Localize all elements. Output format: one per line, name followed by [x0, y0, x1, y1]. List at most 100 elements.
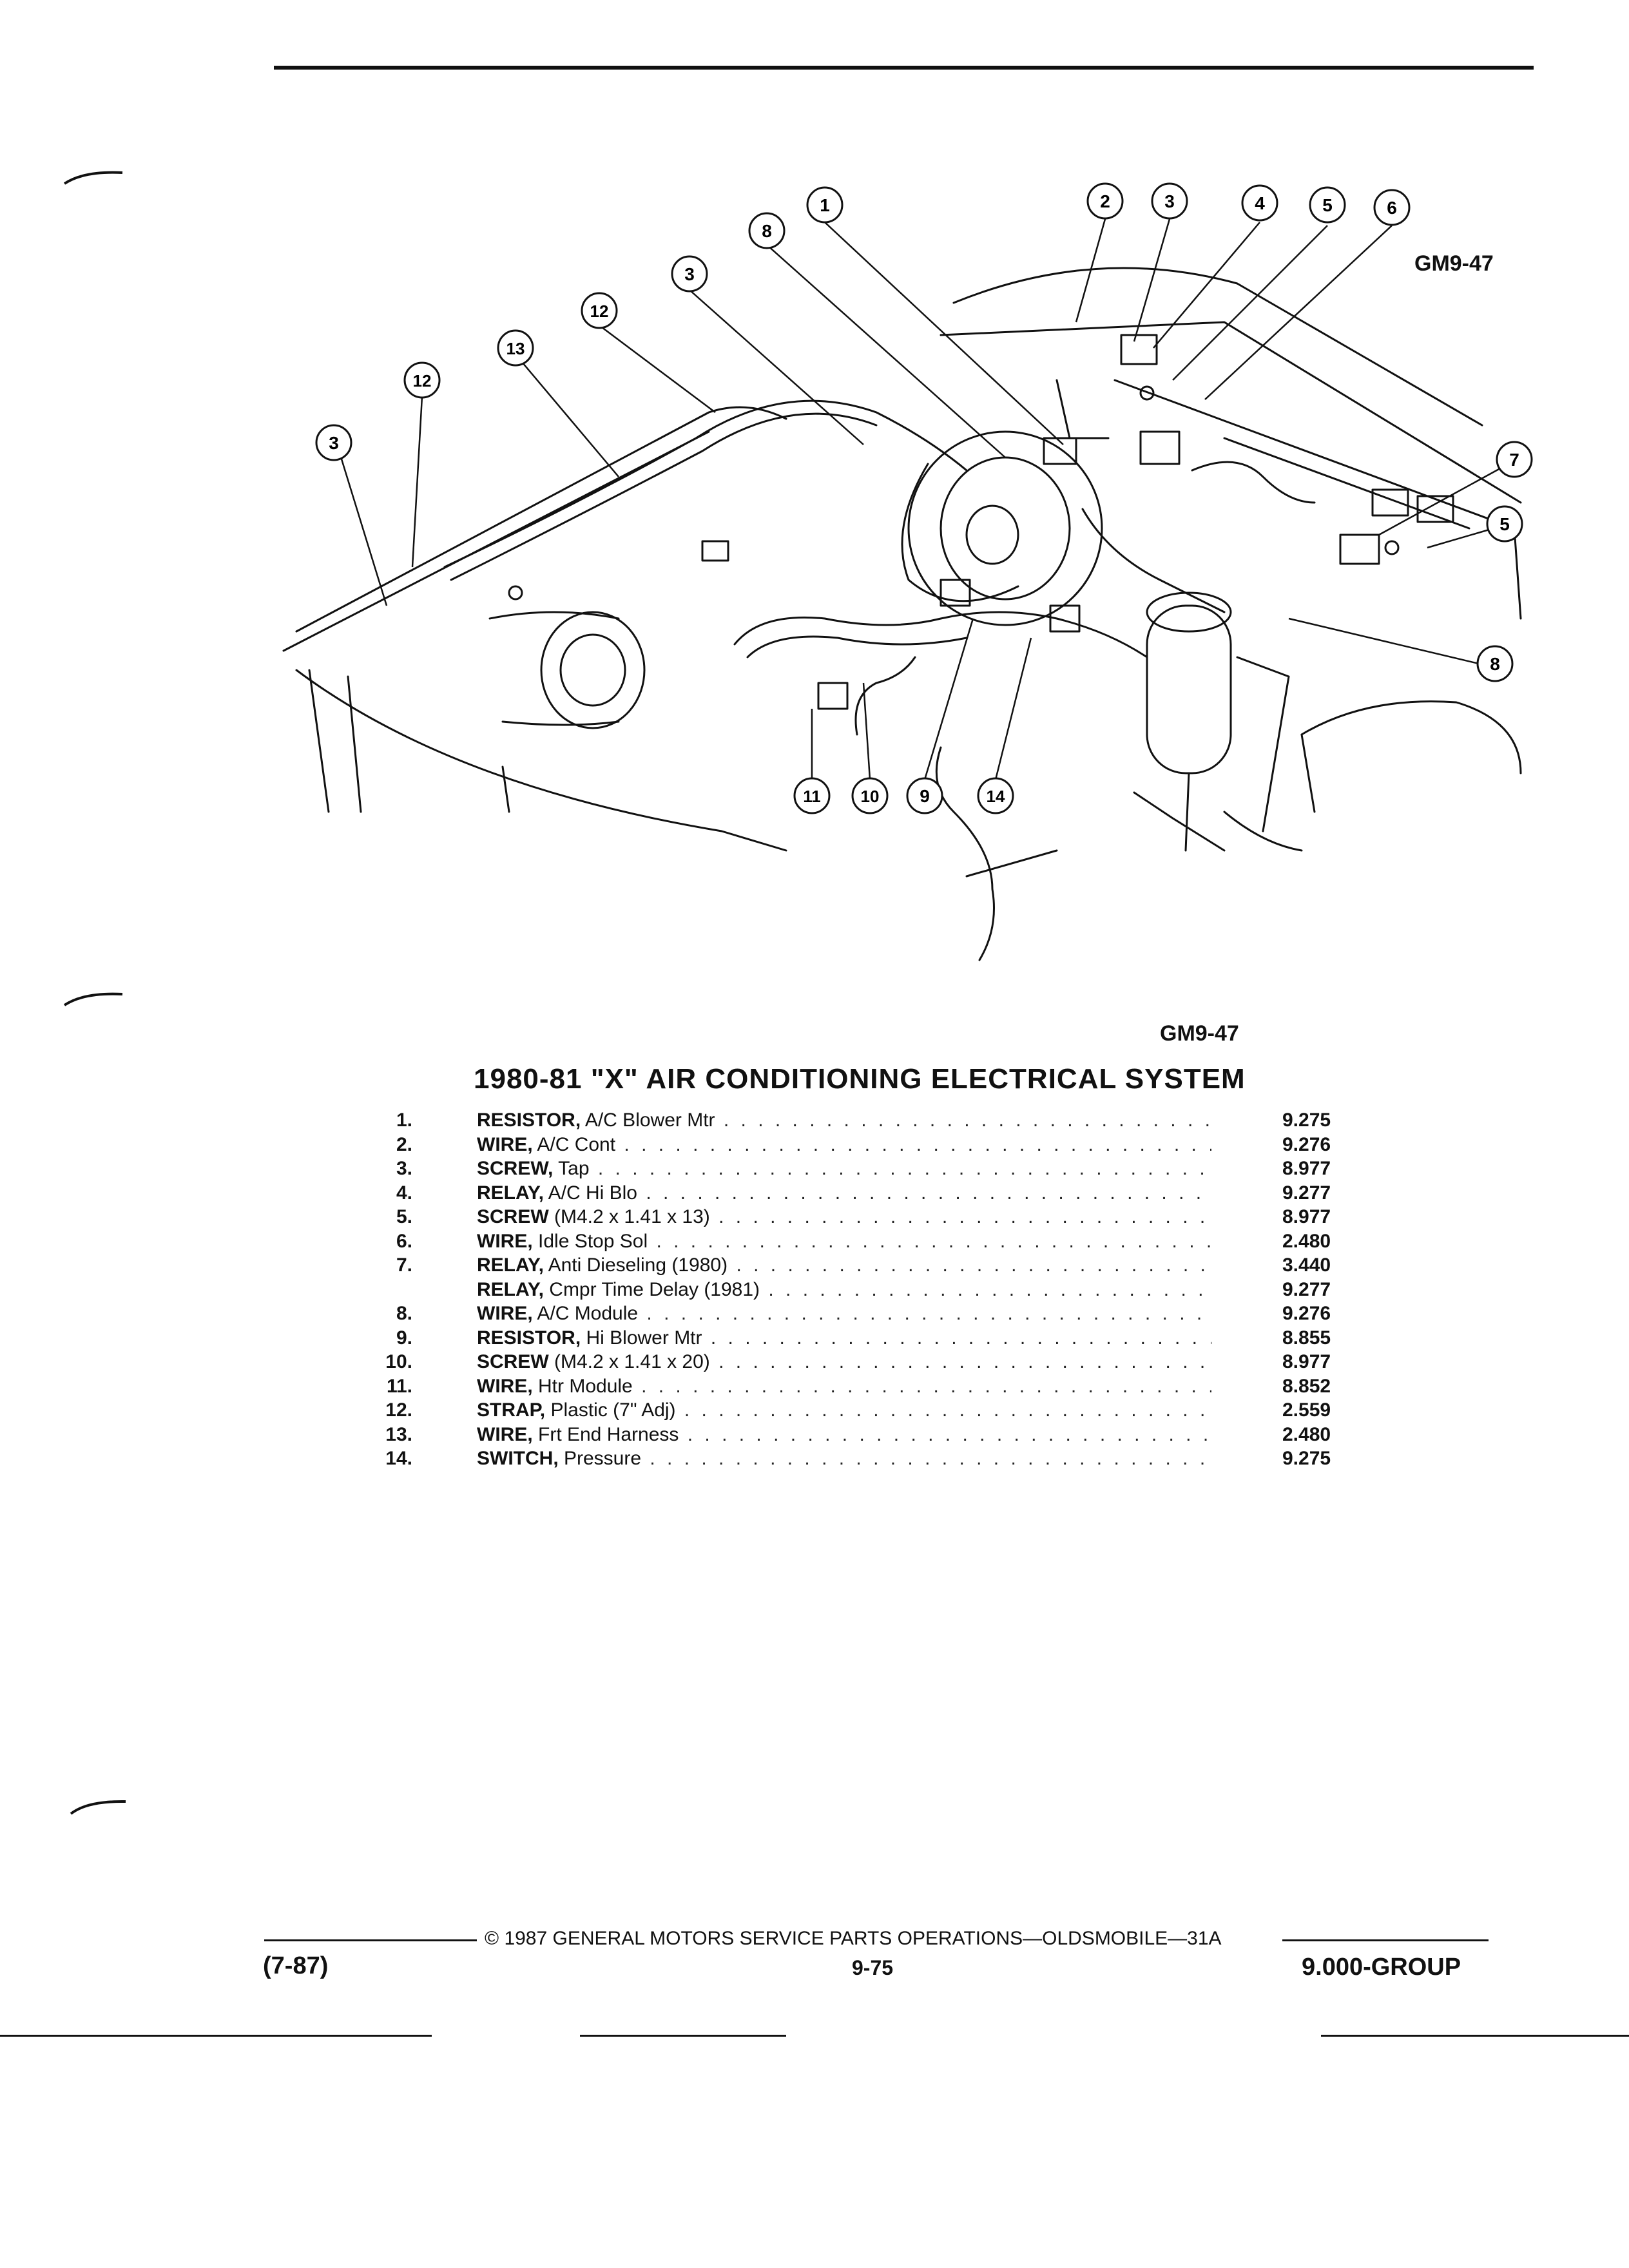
callouts: 1 2 3 4 5 6 7 5 8 3 12 13 12 3 8 11 10 9…	[315, 182, 1533, 814]
svg-text:3: 3	[1164, 191, 1175, 211]
figure-id-top: GM9-47	[1414, 251, 1494, 276]
part-description: RELAY, A/C Hi Blo . . . . . . . . . . . …	[477, 1181, 1211, 1206]
part-description: SCREW (M4.2 x 1.41 x 13) . . . . . . . .…	[477, 1205, 1211, 1229]
part-group-code: 9.276	[1282, 1303, 1331, 1324]
part-group-code: 8.852	[1282, 1375, 1331, 1397]
bottom-rule-right	[1321, 2035, 1629, 2037]
svg-text:5: 5	[1322, 195, 1333, 215]
part-number: 7.	[396, 1254, 412, 1276]
part-number: 13.	[385, 1423, 412, 1445]
part-number: 3.	[396, 1158, 412, 1179]
part-name: RESISTOR,	[477, 1327, 581, 1349]
part-group-code: 9.277	[1282, 1182, 1331, 1204]
part-detail: (M4.2 x 1.41 x 20)	[548, 1351, 710, 1372]
part-detail: Plastic (7" Adj)	[545, 1399, 676, 1421]
part-detail: Cmpr Time Delay (1981)	[543, 1278, 760, 1300]
callout-6: 6	[1373, 189, 1411, 226]
callout-3-left: 3	[315, 424, 352, 461]
part-detail: Frt End Harness	[532, 1423, 679, 1445]
part-detail: Idle Stop Sol	[532, 1230, 648, 1252]
part-group-code: 8.977	[1282, 1206, 1331, 1227]
part-group-code: 8.977	[1282, 1351, 1331, 1372]
part-number: 5.	[396, 1206, 412, 1227]
part-number: 14.	[385, 1448, 412, 1469]
parts-row: 10.SCREW (M4.2 x 1.41 x 20) . . . . . . …	[361, 1350, 1392, 1374]
parts-row: 6. WIRE, Idle Stop Sol . . . . . . . . . …	[361, 1229, 1392, 1254]
part-detail: Tap	[553, 1158, 590, 1179]
parts-row: 14. SWITCH, Pressure . . . . . . . . . . …	[361, 1446, 1392, 1471]
part-group-code: 2.480	[1282, 1230, 1331, 1252]
svg-text:13: 13	[506, 339, 525, 358]
svg-text:1: 1	[820, 195, 830, 215]
part-detail: Pressure	[558, 1448, 642, 1469]
part-name: WIRE,	[477, 1423, 533, 1445]
leader-dots: . . . . . . . . . . . . . . . . . . . . …	[736, 1254, 1211, 1276]
callout-2: 2	[1086, 182, 1124, 220]
part-group-code: 2.480	[1282, 1423, 1331, 1445]
part-name: RELAY,	[477, 1254, 544, 1276]
callout-7: 7	[1496, 441, 1533, 478]
svg-text:5: 5	[1499, 514, 1510, 534]
part-description: WIRE, Htr Module . . . . . . . . . . . .…	[477, 1374, 1211, 1399]
callout-13: 13	[497, 329, 534, 367]
part-description: SCREW, Tap . . . . . . . . . . . . . . .…	[477, 1157, 1211, 1181]
leader-dots: . . . . . . . . . . . . . . . . . . . . …	[656, 1230, 1211, 1252]
part-group-code: 9.277	[1282, 1278, 1331, 1300]
part-detail: Htr Module	[532, 1375, 633, 1397]
binder-mark	[70, 1800, 126, 1815]
footer-rule-right	[1282, 1939, 1489, 1941]
leader-dots: . . . . . . . . . . . . . . . . . . . . …	[718, 1206, 1211, 1227]
leader-dots: . . . . . . . . . . . . . . . . . . . . …	[768, 1278, 1211, 1300]
part-description: RELAY, Anti Dieseling (1980) . . . . . .…	[477, 1253, 1211, 1278]
part-name: SCREW	[477, 1206, 549, 1227]
part-name: SCREW,	[477, 1158, 554, 1179]
svg-text:4: 4	[1255, 193, 1265, 213]
part-number: 9.	[396, 1327, 412, 1349]
callout-5: 5	[1309, 186, 1346, 224]
part-name: WIRE,	[477, 1230, 533, 1252]
diagram-drawing: 1 2 3 4 5 6 7 5 8 3 12 13 12 3 8 11 10 9…	[282, 182, 1533, 961]
footer-group: 9.000-GROUP	[1302, 1954, 1461, 1981]
part-name: RELAY,	[477, 1182, 544, 1204]
part-description: SCREW (M4.2 x 1.41 x 20) . . . . . . . .…	[477, 1350, 1211, 1374]
part-number: 6.	[396, 1230, 412, 1252]
callout-3: 3	[1151, 182, 1188, 220]
callout-10: 10	[851, 777, 889, 814]
part-number: 4.	[396, 1182, 412, 1204]
part-description: RELAY, Cmpr Time Delay (1981) . . . . . …	[477, 1278, 1211, 1302]
part-number: 1.	[396, 1110, 412, 1131]
svg-text:12: 12	[413, 371, 432, 390]
part-description: SWITCH, Pressure . . . . . . . . . . . .…	[477, 1446, 1211, 1471]
part-group-code: 2.559	[1282, 1399, 1331, 1421]
callout-1: 1	[806, 186, 843, 224]
parts-row: 13.WIRE, Frt End Harness . . . . . . . .…	[361, 1423, 1392, 1447]
leader-dots: . . . . . . . . . . . . . . . . . . . . …	[624, 1133, 1211, 1155]
figure-id-bottom: GM9-47	[1160, 1021, 1239, 1046]
part-name: SCREW	[477, 1351, 549, 1372]
part-name: SWITCH,	[477, 1448, 559, 1469]
callout-12-left: 12	[403, 361, 441, 399]
footer-date: (7-87)	[263, 1952, 329, 1979]
part-detail: A/C Module	[532, 1303, 639, 1324]
parts-row: 3. SCREW, Tap . . . . . . . . . . . . . .…	[361, 1157, 1392, 1181]
parts-row: 7. RELAY, Anti Dieseling (1980) . . . . .…	[361, 1253, 1392, 1278]
leader-dots: . . . . . . . . . . . . . . . . . . . . …	[646, 1182, 1211, 1204]
part-name: RESISTOR,	[477, 1110, 581, 1131]
bottom-rule-mid	[580, 2035, 786, 2037]
parts-row: 2.WIRE, A/C Cont . . . . . . . . . . . .…	[361, 1133, 1392, 1157]
part-detail: Anti Dieseling (1980)	[543, 1254, 728, 1276]
callout-11: 11	[793, 777, 831, 814]
callout-12-upper: 12	[581, 292, 618, 329]
bottom-rule-left	[0, 2035, 432, 2037]
svg-text:8: 8	[762, 221, 772, 241]
binder-marks	[63, 171, 126, 1815]
callout-3-upper: 3	[671, 255, 708, 293]
leader-dots: . . . . . . . . . . . . . . . . . . . . …	[684, 1399, 1211, 1421]
svg-text:14: 14	[987, 787, 1005, 806]
callout-14: 14	[977, 777, 1014, 814]
svg-text:8: 8	[1490, 654, 1500, 674]
part-group-code: 3.440	[1282, 1254, 1331, 1276]
parts-list: 1.RESISTOR, A/C Blower Mtr . . . . . . .…	[361, 1108, 1392, 1471]
svg-text:12: 12	[590, 302, 609, 321]
leader-dots: . . . . . . . . . . . . . . . . . . . . …	[710, 1327, 1211, 1349]
